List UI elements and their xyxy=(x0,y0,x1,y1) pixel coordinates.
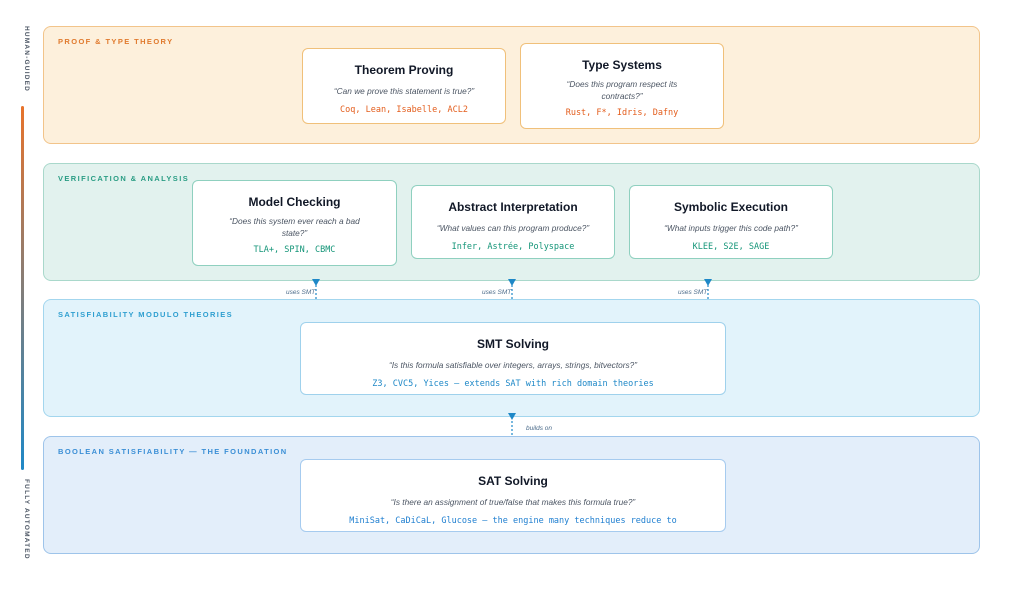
card-tools: Coq, Lean, Isabelle, ACL2 xyxy=(340,105,468,115)
card-tools: KLEE, S2E, SAGE xyxy=(692,242,770,252)
card-symbolic-execution: Symbolic Execution “What inputs trigger … xyxy=(629,185,833,259)
card-title: Abstract Interpretation xyxy=(448,200,578,214)
card-title: SMT Solving xyxy=(477,337,549,351)
card-title: Type Systems xyxy=(582,58,662,72)
card-theorem-proving: Theorem Proving “Can we prove this state… xyxy=(302,48,506,124)
card-question: “Is there an assignment of true/false th… xyxy=(390,497,636,507)
axis-label-human-guided: HUMAN-GUIDED xyxy=(23,25,30,93)
layer-title: BOOLEAN SATISFIABILITY — THE FOUNDATION xyxy=(58,447,288,456)
card-model-checking: Model Checking “Does this system ever re… xyxy=(192,180,397,266)
card-title: Symbolic Execution xyxy=(673,200,789,214)
card-sat-solving: SAT Solving “Is there an assignment of t… xyxy=(300,459,726,532)
connector-label: uses SMT xyxy=(286,289,316,296)
layer-title: PROOF & TYPE THEORY xyxy=(58,37,174,46)
automation-gradient-bar xyxy=(21,106,24,470)
card-title: Theorem Proving xyxy=(354,63,454,77)
layer-title: SATISFIABILITY MODULO THEORIES xyxy=(58,310,234,319)
layer-verification-analysis: VERIFICATION & ANALYSIS Model Checking “… xyxy=(43,163,980,281)
connector-label: uses SMT xyxy=(678,289,708,296)
card-title: SAT Solving xyxy=(478,474,548,488)
axis-label-fully-automated: FULLY AUTOMATED xyxy=(23,478,30,560)
card-type-systems: Type Systems “Does this program respect … xyxy=(520,43,724,129)
card-question: “Can we prove this statement is true?” xyxy=(333,86,475,96)
card-abstract-interpretation: Abstract Interpretation “What values can… xyxy=(411,185,615,259)
connector-uses-smt-symbolic-execution xyxy=(704,279,712,300)
connector-label: uses SMT xyxy=(482,289,512,296)
connector-builds-on xyxy=(508,413,516,437)
card-title: Model Checking xyxy=(248,195,341,209)
connector-uses-smt-model-checking xyxy=(312,279,320,300)
card-smt-solving: SMT Solving “Is this formula satisfiable… xyxy=(300,322,726,395)
connector-uses-smt-abstract-interpretation xyxy=(508,279,516,300)
card-question: “Does this program respect its contracts… xyxy=(566,79,678,101)
card-tools: Infer, Astrée, Polyspace xyxy=(451,242,575,252)
card-question: “Is this formula satisfiable over intege… xyxy=(388,360,638,370)
card-tools: Rust, F*, Idris, Dafny xyxy=(565,108,679,118)
layer-sat-foundation: BOOLEAN SATISFIABILITY — THE FOUNDATION … xyxy=(43,436,980,554)
card-question: “What inputs trigger this code path?” xyxy=(664,223,798,233)
layer-title: VERIFICATION & ANALYSIS xyxy=(58,174,190,183)
layer-smt: SATISFIABILITY MODULO THEORIES SMT Solvi… xyxy=(43,299,980,417)
card-tools: TLA+, SPIN, CBMC xyxy=(253,245,336,255)
card-tools: Z3, CVC5, Yices — extends SAT with rich … xyxy=(372,379,654,389)
layer-proof-type-theory: PROOF & TYPE THEORY Theorem Proving “Can… xyxy=(43,26,980,144)
card-question: “What values can this program produce?” xyxy=(436,223,590,233)
card-question: “Does this system ever reach a bad state… xyxy=(229,216,360,238)
connector-label: builds on xyxy=(526,425,553,432)
card-tools: MiniSat, CaDiCaL, Glucose — the engine m… xyxy=(349,516,677,526)
